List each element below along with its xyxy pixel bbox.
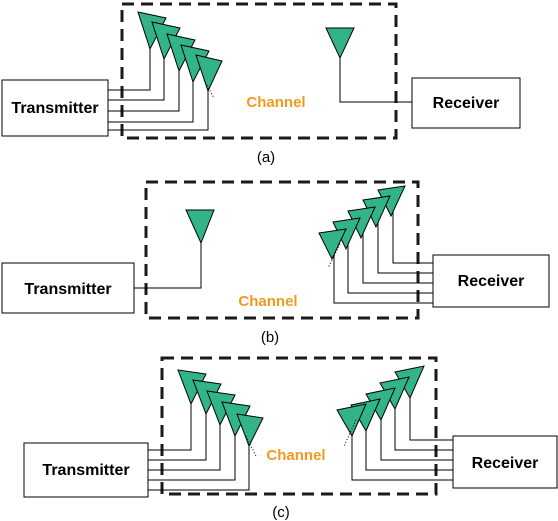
feed-line: [351, 425, 453, 481]
feed-line: [347, 228, 433, 294]
receiver-box: [452, 435, 558, 489]
transmitter-box: [23, 442, 149, 498]
panel-caption: (a): [257, 149, 275, 166]
panel-caption: (b): [261, 329, 279, 346]
feed-line: [333, 240, 433, 304]
panel-c: Transmitter Receiver Channel (c): [23, 356, 558, 521]
feed-line: [362, 217, 433, 284]
feed-line: [108, 40, 165, 101]
feed-line: [339, 58, 412, 103]
feed-line: [380, 402, 453, 461]
feed-line: [409, 380, 453, 441]
panel-a: Transmitter Receiver Channel (a): [1, 2, 521, 166]
feed-line: [148, 396, 207, 461]
array-continuation-dots: [203, 79, 215, 99]
feed-line: [148, 430, 250, 491]
panel-b: Transmitter Receiver Channel (b): [1, 180, 550, 346]
transmitter-box: [1, 262, 135, 314]
antenna-icon: [325, 27, 355, 60]
receiver-label: Receiver: [472, 455, 539, 472]
antenna-icon: [236, 413, 264, 448]
feed-line: [394, 391, 453, 451]
transmitter-label: Transmitter: [42, 462, 129, 479]
receiver-box: [411, 77, 521, 129]
channel-label: Channel: [266, 447, 325, 464]
antenna-icon: [318, 228, 347, 261]
channel-label: Channel: [246, 94, 305, 111]
antenna-icon: [185, 209, 215, 245]
antenna-icon: [195, 54, 223, 93]
feed-line: [392, 195, 433, 264]
feed-line: [148, 407, 221, 471]
feed-line: [108, 30, 151, 91]
feed-line: [134, 243, 202, 289]
channel-label: Channel: [238, 293, 297, 310]
feed-line: [148, 418, 236, 481]
receiver-box: [432, 254, 550, 308]
receiver-label: Receiver: [458, 273, 525, 290]
channel-border: [144, 180, 420, 320]
transmitter-label: Transmitter: [24, 281, 111, 298]
panel-caption: (c): [272, 504, 290, 521]
antenna-icon: [336, 403, 367, 438]
transmitter-box: [1, 79, 109, 137]
receiver-label: Receiver: [433, 95, 500, 112]
channel-border: [120, 2, 398, 140]
feed-line: [377, 206, 433, 274]
channel-border: [160, 356, 438, 496]
array-continuation-dots: [245, 435, 257, 457]
feed-line: [148, 386, 192, 451]
transmitter-label: Transmitter: [11, 100, 98, 117]
feed-line: [365, 414, 453, 471]
feed-line: [108, 52, 180, 112]
